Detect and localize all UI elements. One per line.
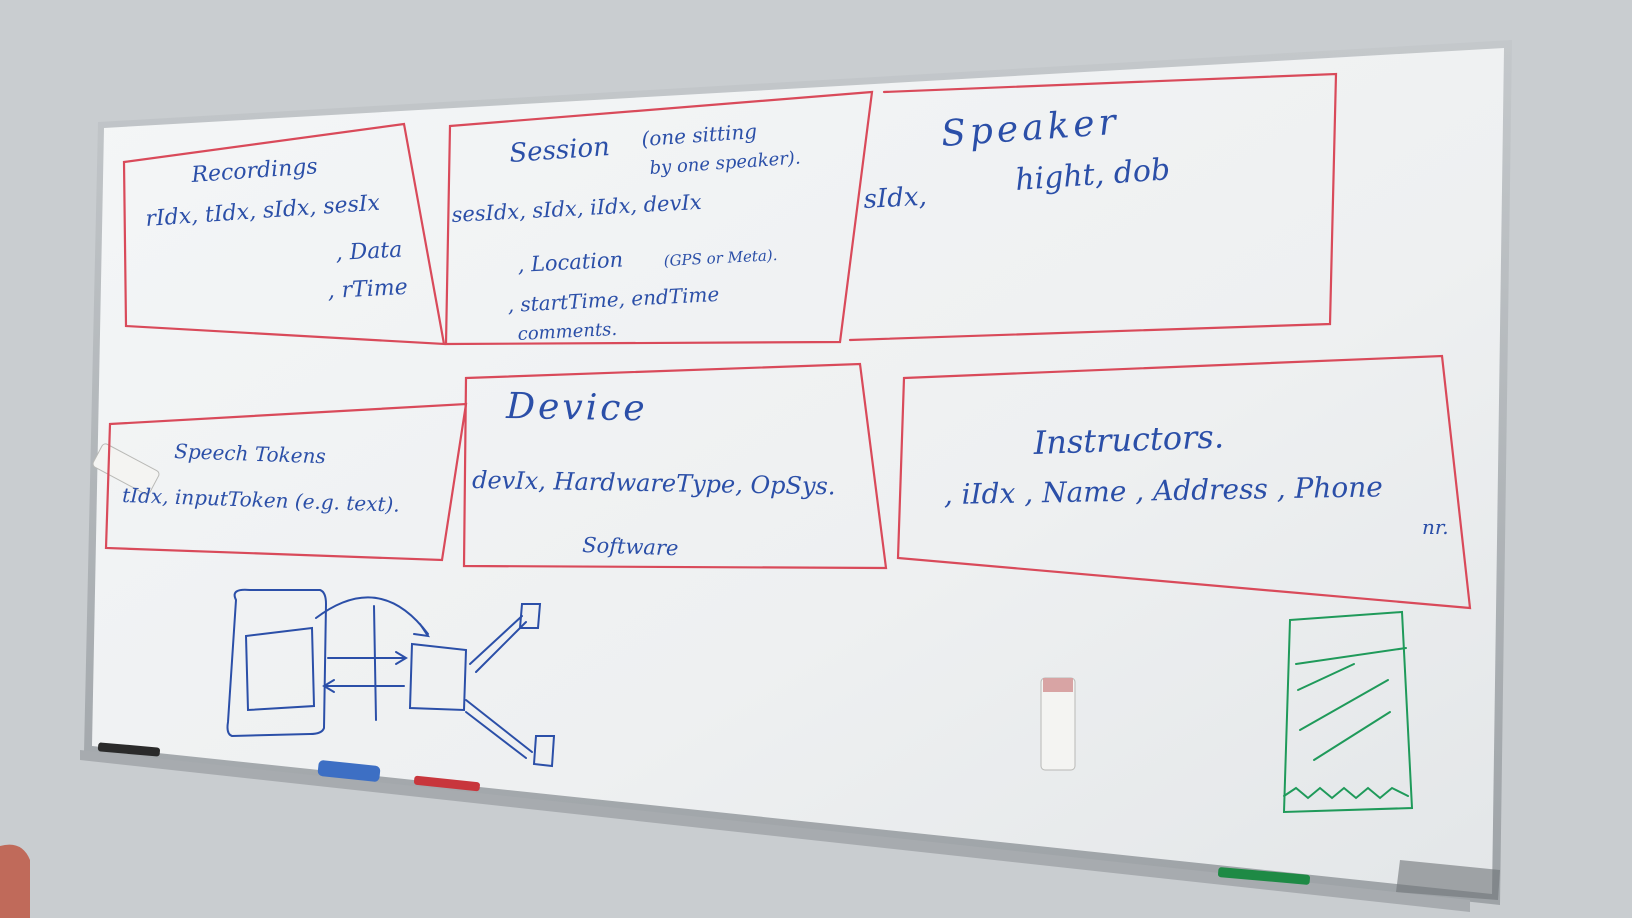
eraser: [317, 760, 381, 782]
device-title: Device: [505, 386, 648, 429]
sketch-outer-box: [226, 588, 328, 738]
green-zigzag: [1283, 786, 1409, 800]
sketch-arc-arrow: [315, 596, 429, 635]
speech-tokens-box-outline: [104, 402, 468, 562]
green-marker-icon: [1217, 867, 1311, 885]
chair-edge: [0, 844, 30, 918]
sketch-line-up-2: [475, 621, 527, 673]
sketch-middle-box: [408, 642, 468, 712]
recordings-line-3: , rTime: [327, 275, 408, 304]
device-line-1: devIx, HardwareType, OpSys.: [472, 466, 836, 500]
sketch-arc-arrowhead: [413, 623, 431, 638]
marker-tray: [80, 750, 1470, 912]
recordings-box-outline: [122, 122, 446, 346]
instructors-line-1: , iIdx , Name , Address , Phone: [944, 470, 1384, 511]
speech-tokens-title: Speech Tokens: [174, 439, 326, 468]
speaker-line-1: sIdx,: [863, 182, 928, 215]
device-box-outline: [462, 362, 888, 570]
instructors-title: Instructors.: [1032, 417, 1225, 462]
session-line-2: , Location: [517, 248, 624, 277]
instructors-box-outline: [896, 354, 1472, 610]
sketch-arrow-right-head: [395, 651, 408, 665]
session-box-outline: [444, 90, 874, 346]
instructors-box: Instructors. , iIdx , Name , Address , P…: [944, 417, 1449, 539]
whiteboard-surface: [92, 48, 1504, 894]
red-marker-icon: [413, 775, 480, 792]
green-sketch: [1282, 610, 1414, 814]
session-line-4: comments.: [517, 319, 617, 345]
sketch-inner-box: [244, 626, 316, 712]
session-title: Session: [508, 132, 610, 169]
speaker-box-outline: [848, 72, 1338, 342]
red-box-outlines: [104, 72, 1472, 610]
magnet-center-stripe: [1043, 678, 1073, 692]
session-line-2-note: (GPS or Meta).: [663, 246, 778, 270]
sketch-divider: [373, 605, 377, 721]
device-box: Device devIx, HardwareType, OpSys. Softw…: [472, 386, 836, 560]
sketch-line-down: [465, 699, 533, 753]
green-box: [1282, 610, 1414, 814]
sketch-line-down-2: [465, 711, 527, 759]
sketch-arrow-left-head: [322, 679, 335, 693]
black-marker-icon: [97, 742, 160, 757]
instructors-line-2: nr.: [1422, 515, 1449, 539]
blue-sketch-diagram: [226, 588, 556, 768]
corner-shadow: [1396, 860, 1500, 900]
recordings-line-2: , Data: [335, 238, 403, 266]
sketch-small-box-bottom: [532, 735, 556, 768]
sketch-small-box-top: [518, 603, 542, 629]
device-line-2: Software: [582, 533, 679, 560]
sketch-line-up: [469, 615, 523, 665]
